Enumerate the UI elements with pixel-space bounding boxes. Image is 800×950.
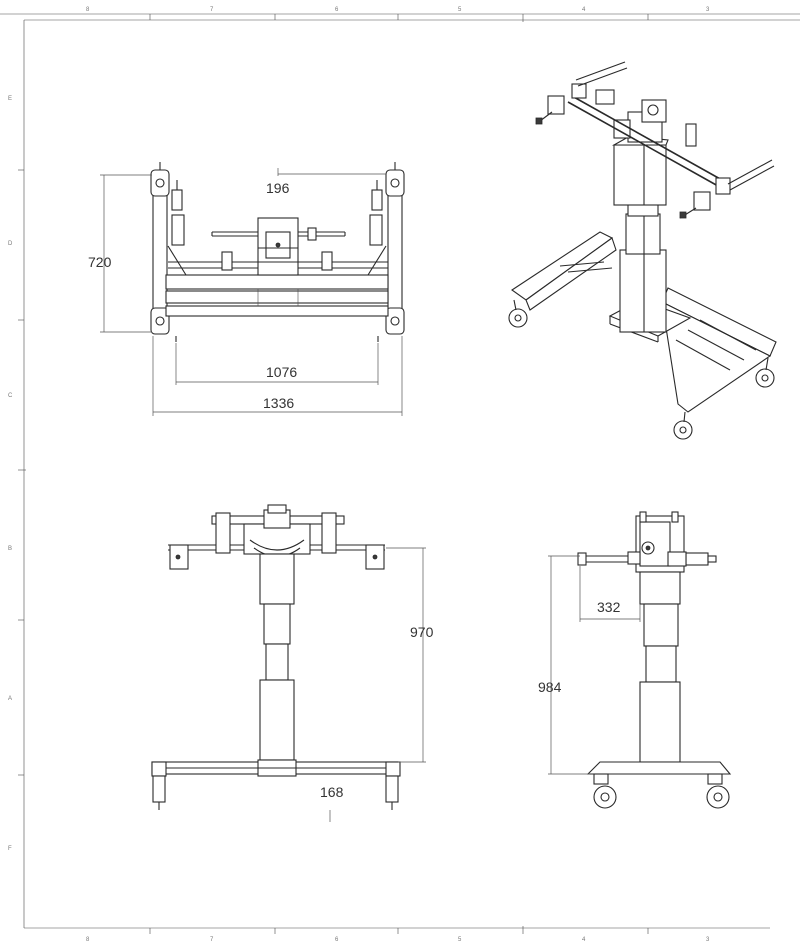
frame-marks-bottom: 8 7 6 5 4 3 — [86, 937, 710, 943]
top-view-dimensions: 720 196 1076 1336 — [88, 168, 403, 416]
dimension-label-970: 970 — [410, 624, 434, 640]
drawing-border — [0, 13, 800, 934]
frame-mark: 5 — [458, 7, 462, 13]
frame-mark: 6 — [335, 7, 339, 13]
frame-marks-left: E D C B A F — [8, 96, 13, 852]
frame-mark: 7 — [210, 937, 214, 943]
dimension-label-332: 332 — [597, 599, 621, 615]
frame-mark: C — [8, 393, 13, 399]
frame-mark: 7 — [210, 7, 214, 13]
frame-mark: 4 — [582, 937, 586, 943]
frame-marks-top: 8 7 6 5 4 3 — [86, 7, 710, 13]
dimension-label-1076: 1076 — [266, 364, 297, 380]
top-view — [150, 162, 405, 342]
dimension-label-1336: 1336 — [263, 395, 294, 411]
frame-mark: 6 — [335, 937, 339, 943]
dimension-label-168: 168 — [320, 784, 344, 800]
frame-mark: 5 — [458, 937, 462, 943]
dimension-label-984: 984 — [538, 679, 562, 695]
frame-mark: 4 — [582, 7, 586, 13]
side-view — [577, 511, 732, 809]
frame-mark: B — [8, 546, 12, 552]
isometric-view — [508, 61, 777, 440]
frame-mark: 3 — [706, 937, 710, 943]
frame-mark: D — [8, 241, 13, 247]
frame-mark: 3 — [706, 7, 710, 13]
frame-mark: 8 — [86, 937, 90, 943]
side-view-dimensions: 984 332 — [538, 555, 641, 775]
front-view-dimensions: 970 168 — [320, 547, 434, 822]
front-view — [151, 504, 401, 810]
frame-mark: E — [8, 96, 12, 102]
frame-mark: A — [8, 696, 12, 702]
dimension-label-720: 720 — [88, 254, 112, 270]
dimension-label-196: 196 — [266, 180, 290, 196]
frame-mark: F — [8, 846, 12, 852]
frame-mark: 8 — [86, 7, 90, 13]
